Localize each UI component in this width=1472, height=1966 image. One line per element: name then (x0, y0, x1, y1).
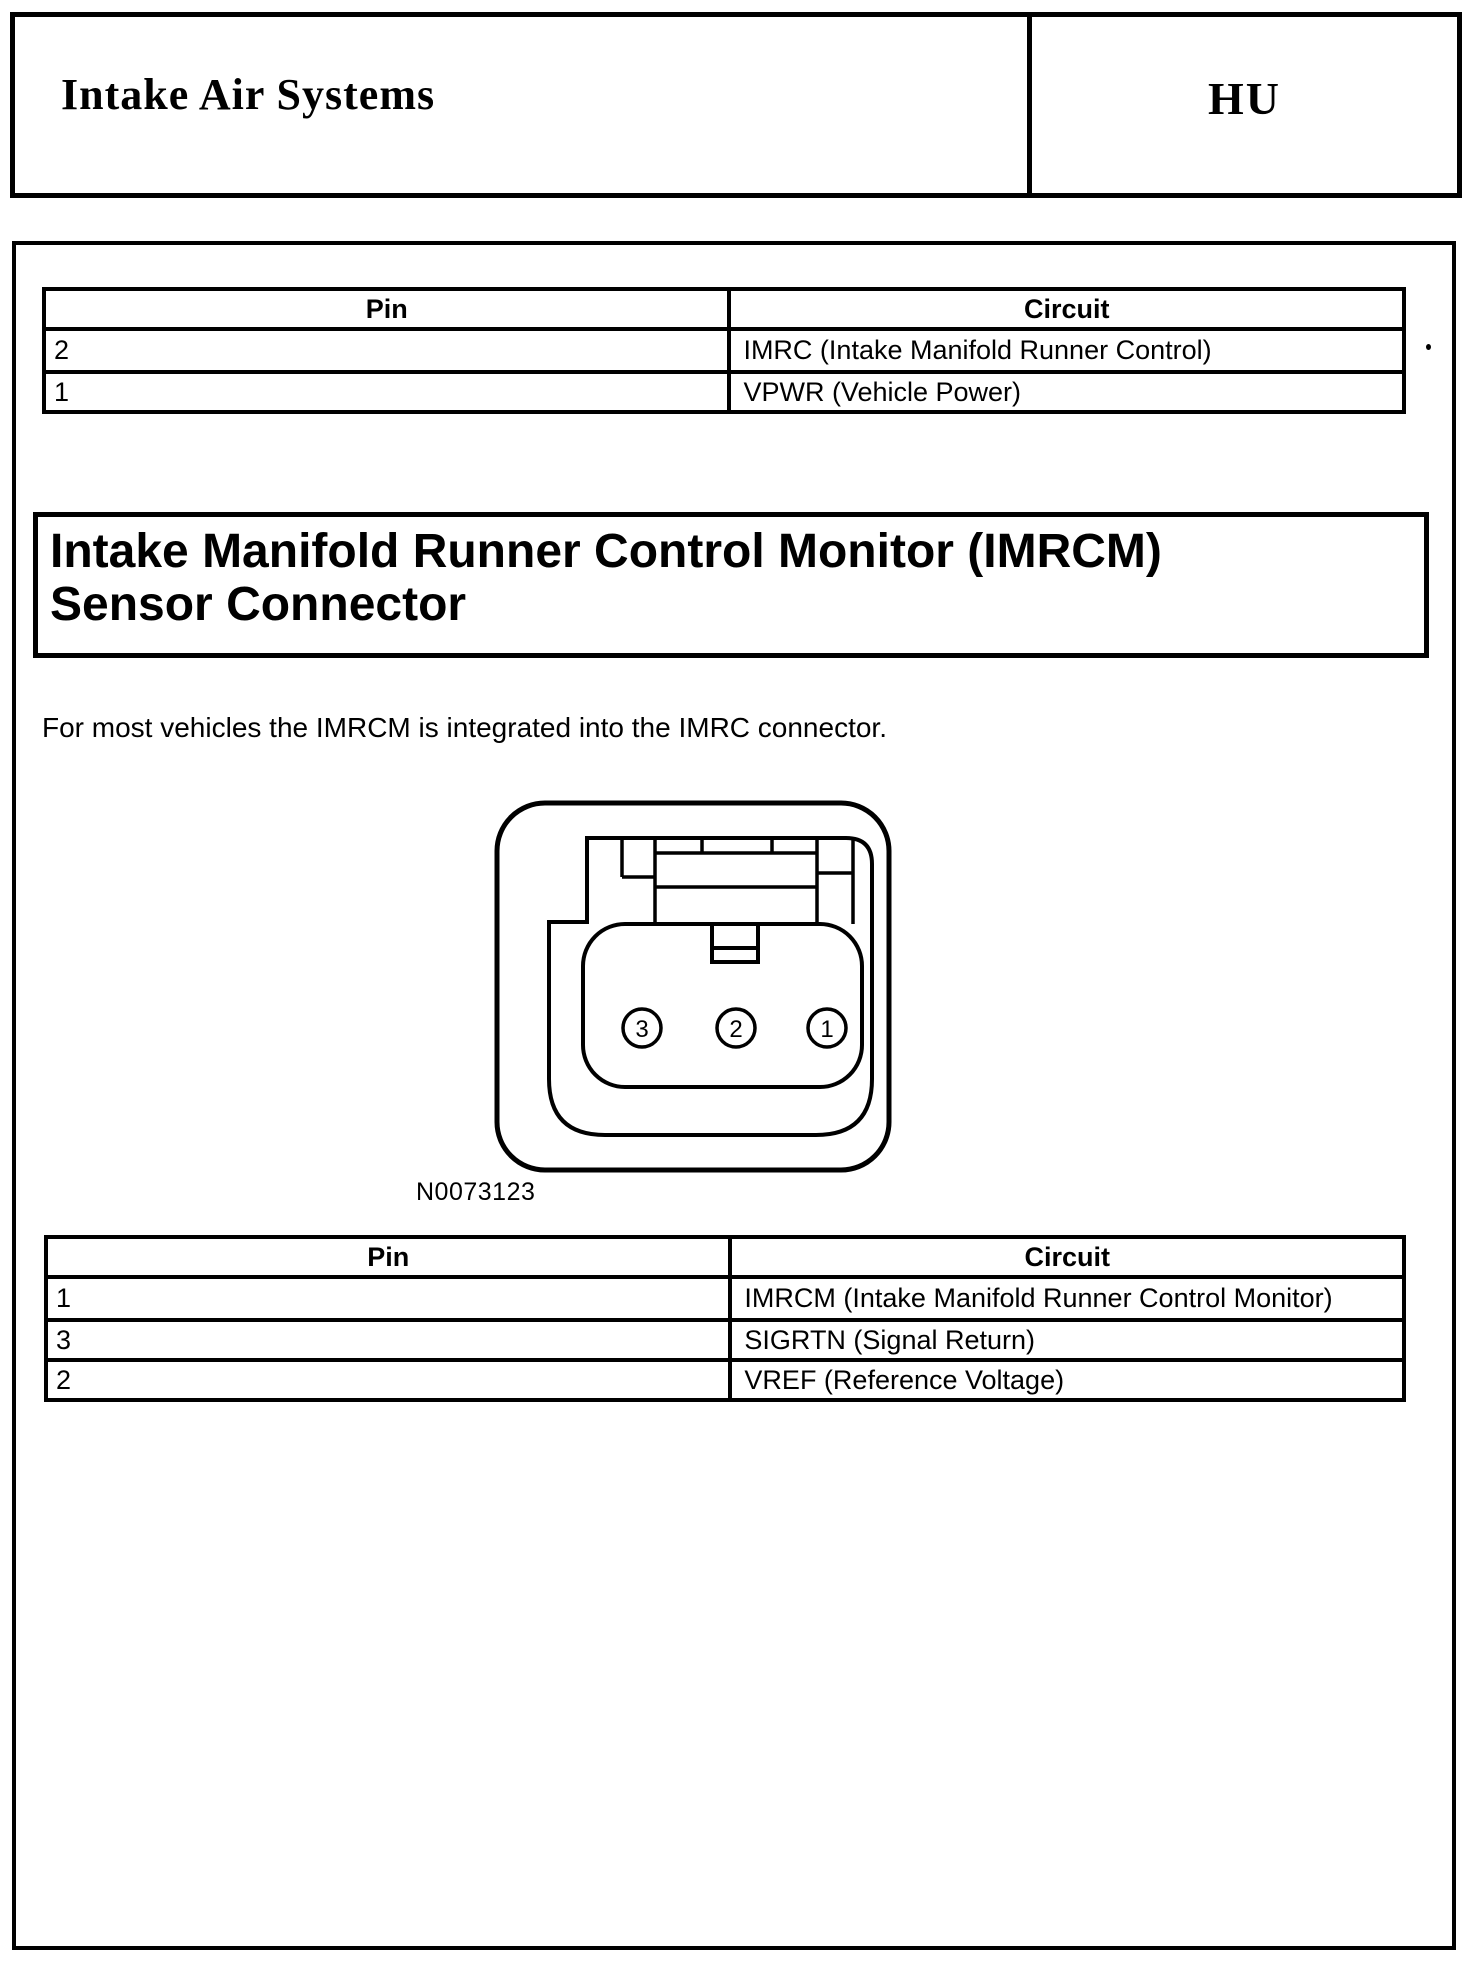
connector-diagram: 3 2 1 (494, 800, 892, 1173)
pin-value: 2 (43, 1358, 733, 1402)
column-header-circuit: Circuit (727, 287, 1406, 331)
section-heading-line1: Intake Manifold Runner Control Monitor (… (50, 525, 1162, 578)
connector-cavity-outline (547, 836, 874, 1137)
column-header-pin: Pin (43, 1235, 733, 1279)
pin-2-circle (715, 1007, 757, 1049)
table-row: 1 VPWR (Vehicle Power) (41, 370, 1406, 414)
table-row: 2 VREF (Reference Voltage) (43, 1358, 1406, 1402)
circuit-value: IMRC (Intake Manifold Runner Control) (727, 327, 1406, 374)
pin-value: 1 (43, 1275, 733, 1322)
table-row: 3 SIGRTN (Signal Return) (43, 1318, 1406, 1362)
column-header-circuit: Circuit (728, 1235, 1406, 1279)
table-row: 2 IMRC (Intake Manifold Runner Control) (41, 327, 1406, 374)
pin-3-number: 3 (635, 1016, 648, 1043)
header-divider (1027, 17, 1032, 193)
circuit-value: VREF (Reference Voltage) (728, 1358, 1406, 1402)
pin-1-number: 1 (820, 1016, 833, 1043)
section-code-cell: HU (1032, 17, 1457, 193)
table-header-row: Pin Circuit (41, 287, 1406, 331)
circuit-value: IMRCM (Intake Manifold Runner Control Mo… (728, 1275, 1406, 1322)
table-header-row: Pin Circuit (43, 1235, 1406, 1279)
pin-2-number: 2 (729, 1016, 742, 1043)
section-heading-box: Intake Manifold Runner Control Monitor (… (33, 512, 1429, 658)
pin-3-circle (621, 1007, 663, 1049)
pin-circuit-table-1: Pin Circuit 2 IMRC (Intake Manifold Runn… (41, 287, 1406, 414)
pin-value: 1 (41, 370, 732, 414)
circuit-value: VPWR (Vehicle Power) (727, 370, 1406, 414)
pin-face-outline (581, 922, 864, 1089)
pin-circuit-table-2: Pin Circuit 1 IMRCM (Intake Manifold Run… (43, 1235, 1406, 1402)
column-header-pin: Pin (41, 287, 732, 331)
pin-value: 2 (41, 327, 732, 374)
figure-reference-label: N0073123 (416, 1178, 536, 1206)
latch-detail-lines (620, 838, 855, 924)
table-row: 1 IMRCM (Intake Manifold Runner Control … (43, 1275, 1406, 1322)
connector-housing-outline (494, 800, 892, 1173)
section-heading-line2: Sensor Connector (50, 578, 467, 631)
section-code: HU (1208, 72, 1281, 124)
page-header-box: Intake Air Systems HU (10, 12, 1462, 198)
pin-value: 3 (43, 1318, 733, 1362)
stray-scan-mark (1426, 344, 1431, 350)
key-tab (710, 924, 760, 964)
page-title: Intake Air Systems (61, 70, 436, 119)
intro-paragraph: For most vehicles the IMRCM is integrate… (42, 712, 887, 743)
circuit-value: SIGRTN (Signal Return) (728, 1318, 1406, 1362)
pin-1-circle (806, 1007, 848, 1049)
